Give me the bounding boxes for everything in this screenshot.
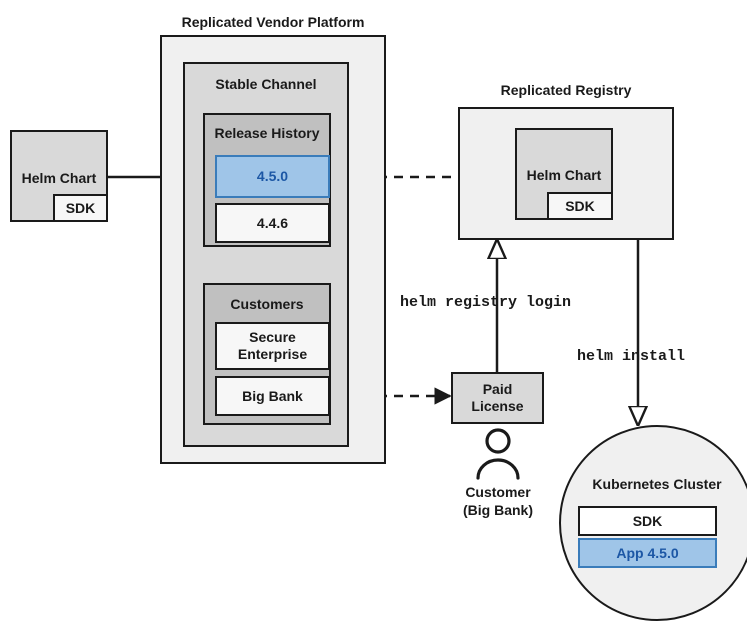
source-helm-chart-label: Helm Chart bbox=[21, 170, 97, 186]
source-sdk-box: SDK bbox=[53, 194, 108, 222]
paid-license-box: Paid License bbox=[451, 372, 544, 424]
registry-title: Replicated Registry bbox=[500, 82, 632, 98]
customer-name-label: Secure Enterprise bbox=[237, 329, 308, 362]
release-version-label: 4.4.6 bbox=[256, 214, 289, 231]
customer-caption-line2: (Big Bank) bbox=[463, 501, 533, 518]
cluster-component-sdk: SDK bbox=[578, 506, 717, 536]
platform-title: Replicated Vendor Platform bbox=[181, 14, 365, 30]
release-history-label: Release History bbox=[214, 125, 320, 141]
customer-name-label: Big Bank bbox=[242, 387, 303, 404]
customer-actor-caption: Customer (Big Bank) bbox=[428, 484, 568, 519]
customers-label: Customers bbox=[230, 296, 304, 312]
registry-sdk-box: SDK bbox=[547, 192, 613, 220]
paid-license-label: Paid License bbox=[471, 381, 524, 414]
cluster-component-app: App 4.5.0 bbox=[578, 538, 717, 568]
cluster-component-label: App 4.5.0 bbox=[616, 544, 679, 561]
command-registry-login: helm registry login bbox=[400, 294, 572, 311]
person-head-icon bbox=[485, 428, 511, 454]
registry-helm-chart-label: Helm Chart bbox=[526, 167, 602, 183]
kubernetes-cluster-label: Kubernetes Cluster bbox=[592, 476, 722, 492]
release-version-label: 4.5.0 bbox=[256, 168, 289, 185]
source-sdk-label: SDK bbox=[65, 199, 96, 216]
release-item-450[interactable]: 4.5.0 bbox=[215, 155, 330, 198]
customer-item-big-bank[interactable]: Big Bank bbox=[215, 376, 330, 416]
stable-channel-label: Stable Channel bbox=[215, 76, 317, 92]
customer-caption-line1: Customer bbox=[465, 484, 531, 500]
cluster-component-label: SDK bbox=[632, 512, 663, 529]
release-item-446[interactable]: 4.4.6 bbox=[215, 203, 330, 243]
customer-actor-icon-wrap bbox=[476, 428, 520, 480]
command-helm-install: helm install bbox=[577, 348, 686, 365]
person-body-icon bbox=[476, 458, 520, 480]
registry-sdk-label: SDK bbox=[565, 197, 595, 214]
customer-item-secure-enterprise[interactable]: Secure Enterprise bbox=[215, 322, 330, 370]
